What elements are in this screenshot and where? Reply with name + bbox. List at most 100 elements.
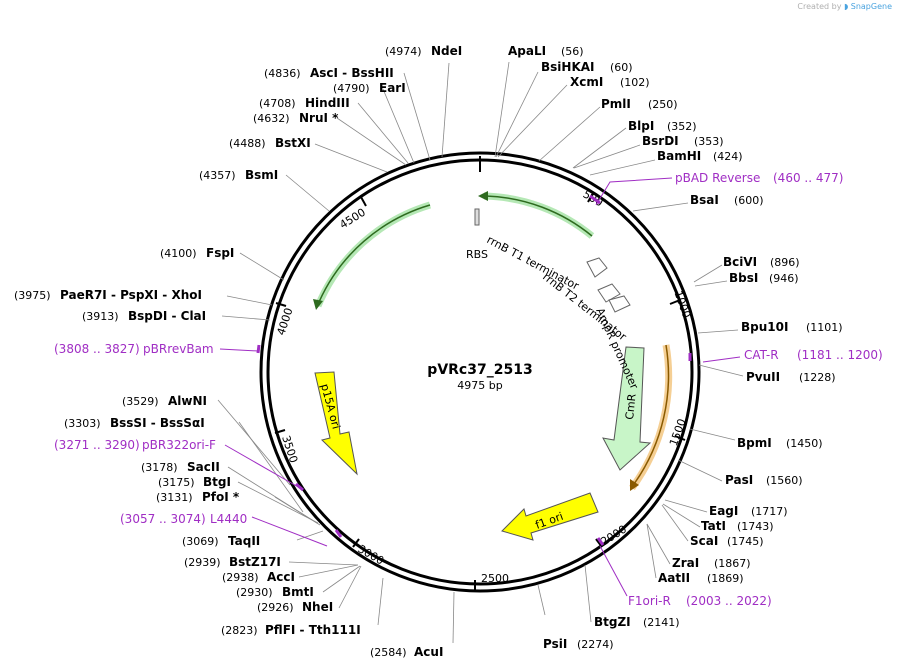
site-name: PasI [725, 473, 753, 487]
site-pos: (3529) [122, 395, 159, 408]
site-pfoi: (3131) PfoI * [156, 490, 240, 504]
site-name: PvuII [746, 370, 780, 384]
site-bsihkai: BsiHKAI (60) [541, 60, 633, 74]
site-btgi: (3175) BtgI [158, 475, 231, 489]
site-fspi: (4100) FspI [160, 246, 234, 260]
site-name: BtgI [203, 475, 231, 489]
site-name: BciVI [723, 255, 757, 269]
site-scai: ScaI (1745) [690, 534, 764, 548]
site-bstz17i: (2939) BstZ17I [184, 555, 281, 569]
site-name: BpmI [737, 436, 772, 450]
tick-2500: 2500 [474, 572, 509, 590]
site-pos: (4836) [264, 67, 301, 80]
site-pos: (250) [648, 98, 678, 111]
feature-cmr: CmR [602, 346, 652, 471]
site-pos: (60) [610, 61, 633, 74]
site-pos: (3913) [82, 310, 119, 323]
primer-l4440: (3057 .. 3074) L4440 [120, 512, 247, 526]
primer-name: F1ori-R [628, 594, 671, 608]
site-pos: (353) [694, 135, 724, 148]
site-btgzi: BtgZI (2141) [594, 615, 680, 629]
site-pos: (946) [769, 272, 799, 285]
site-pmli: PmlI (250) [601, 97, 678, 111]
site-bstxi: (4488) BstXI [229, 136, 311, 150]
site-pos: (4100) [160, 247, 197, 260]
primer-range: (3057 .. 3074) [120, 512, 206, 526]
terminator-glyphs [474, 208, 631, 313]
primer-name: CAT-R [744, 348, 779, 362]
site-pos: (3131) [156, 491, 193, 504]
credit-prefix: Created by [797, 2, 842, 11]
site-bbsi: BbsI (946) [729, 271, 799, 285]
feature-label-p15a-ori: p15A ori [318, 382, 343, 430]
primer-pbad-reverse: pBAD Reverse (460 .. 477) [675, 171, 843, 185]
site-pos: (3178) [141, 461, 178, 474]
site-pos: (1867) [714, 557, 751, 570]
site-name: SacII [187, 460, 220, 474]
primer-pbrrevbam: (3808 .. 3827) pBRrevBam [54, 342, 214, 356]
site-pos: (2274) [577, 638, 614, 651]
site-pos: (102) [620, 76, 650, 89]
site-pos: (3069) [182, 535, 219, 548]
primer-range: (3271 .. 3290) [54, 438, 140, 452]
site-bcivi: BciVI (896) [723, 255, 800, 269]
site-pos: (2823) [221, 624, 258, 637]
site-name: BsrDI [642, 134, 679, 148]
site-pos: (2939) [184, 556, 221, 569]
site-name: BlpI [628, 119, 654, 133]
feature-rrnb-t1-thin-arc [483, 192, 595, 239]
site-name: ApaLI [508, 44, 546, 58]
site-pos: (424) [713, 150, 743, 163]
feature-label-cmr: CmR [623, 393, 639, 421]
site-name: BtgZI [594, 615, 631, 629]
site-bmti: (2930) BmtI [236, 585, 314, 599]
site-bpmi: BpmI (1450) [737, 436, 823, 450]
site-bsmi: (4357) BsmI [199, 168, 278, 182]
tick-label-3000: 3000 [356, 542, 387, 567]
site-name: HindIII [305, 96, 350, 110]
site-pos: (56) [561, 45, 584, 58]
site-name: TaqII [228, 534, 260, 548]
site-pos: (1717) [751, 505, 788, 518]
site-name: FspI [206, 246, 234, 260]
site-name: BstXI [275, 136, 311, 150]
site-name: PmlI [601, 97, 631, 111]
site-sacii: (3178) SacII [141, 460, 220, 474]
site-apali: ApaLI (56) [508, 44, 584, 58]
tick-label-2500: 2500 [481, 572, 509, 585]
site-bsrdi: BsrDI (353) [642, 134, 724, 148]
primer-range: (2003 .. 2022) [686, 594, 772, 608]
credit-brand: SnapGene [850, 2, 892, 11]
site-name: BmtI [282, 585, 314, 599]
site-asci-bsshii: (4836) AscI - BssHII [264, 66, 394, 80]
site-pos: (1101) [806, 321, 843, 334]
site-name: AatII [658, 571, 690, 585]
site-paer7i: (3975) PaeR7I - PspXI - XhoI [14, 288, 202, 302]
site-pos: (896) [770, 256, 800, 269]
tick-1500: 1500 [667, 417, 689, 448]
site-pos: (352) [667, 120, 697, 133]
site-name: BspDI - ClaI [128, 309, 206, 323]
site-name: AccI [267, 570, 295, 584]
site-name: ScaI [690, 534, 718, 548]
site-pos: (4974) [385, 45, 422, 58]
primer-lines [219, 177, 741, 597]
site-nrui: (4632) NruI * [253, 111, 339, 125]
site-bsai: BsaI (600) [690, 193, 764, 207]
site-pasi: PasI (1560) [725, 473, 803, 487]
leader-lines [217, 61, 744, 644]
site-pos: (4790) [333, 82, 370, 95]
site-name: EagI [709, 504, 738, 518]
site-tati: TatI (1743) [701, 519, 774, 533]
site-pos: (600) [734, 194, 764, 207]
primer-cat-r: CAT-R (1181 .. 1200) [744, 348, 883, 362]
site-name: Bpu10I [741, 320, 788, 334]
site-name: BssSI - BssSαI [110, 416, 205, 430]
site-acci: (2938) AccI [222, 570, 295, 584]
site-xcmi: XcmI (102) [570, 75, 650, 89]
site-pos: (1450) [786, 437, 823, 450]
site-name: AcuI [414, 645, 443, 659]
primer-range: (460 .. 477) [773, 171, 843, 185]
site-bpu10i: Bpu10I (1101) [741, 320, 843, 334]
